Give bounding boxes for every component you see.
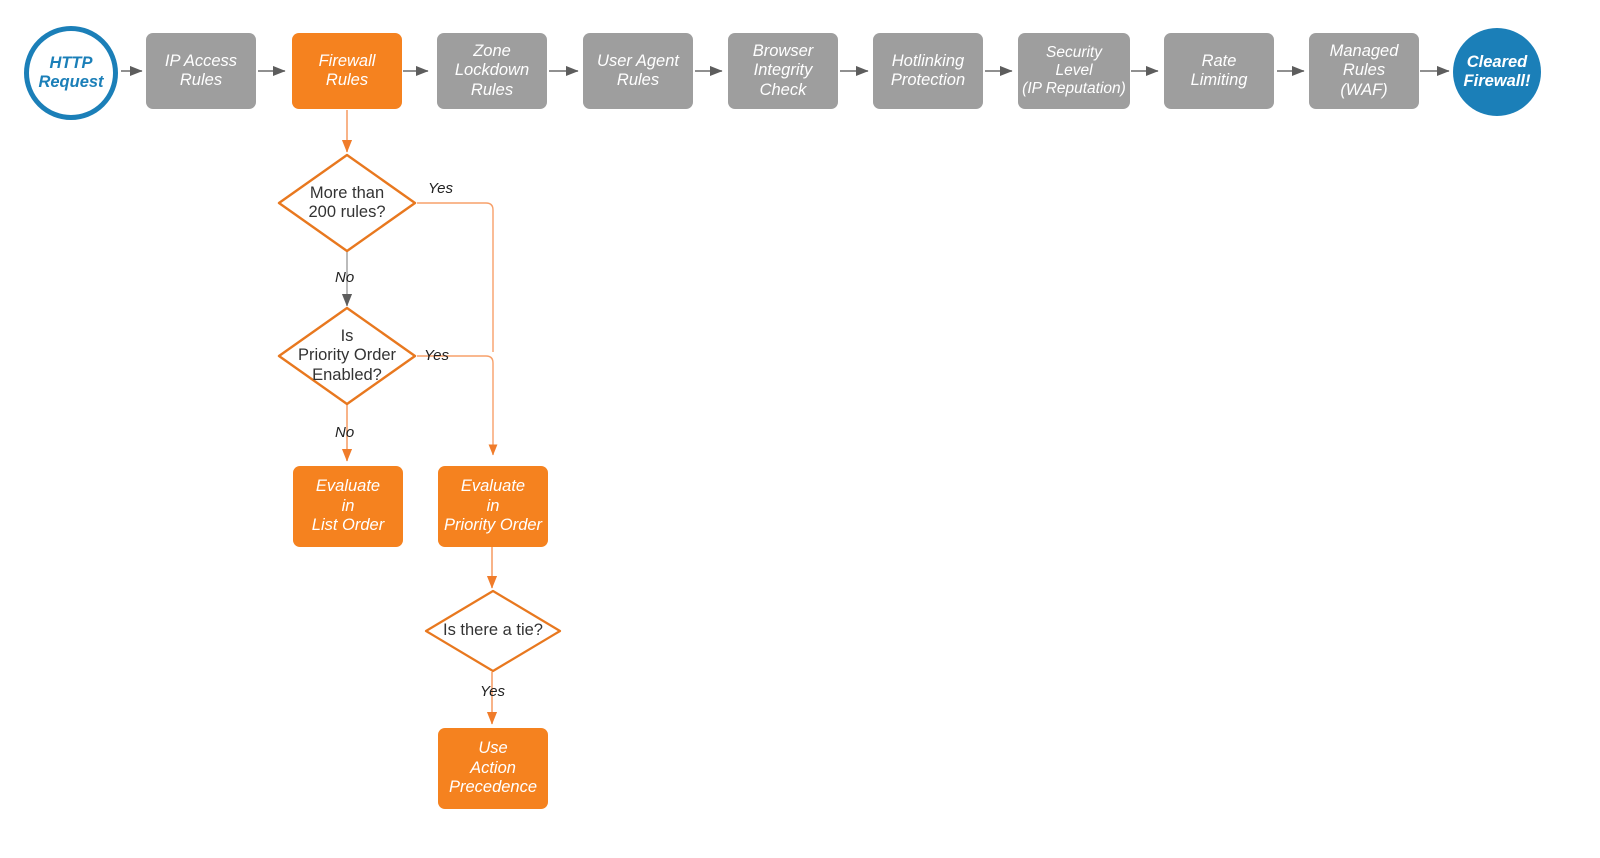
node-cleared-firewall[interactable]: Cleared Firewall! <box>1453 28 1541 116</box>
node-evaluate-in-list-order[interactable]: Evaluate in List Order <box>293 466 403 547</box>
edge-label-yes-priority: Yes <box>424 347 450 364</box>
node-managed-rules-waf[interactable]: Managed Rules (WAF) <box>1309 33 1419 109</box>
decision-more-than-200-rules[interactable]: More than 200 rules? <box>277 153 417 253</box>
node-hotlinking-protection[interactable]: Hotlinking Protection <box>873 33 983 109</box>
diamond-shape-icon <box>277 153 417 253</box>
node-browser-integrity-check[interactable]: Browser Integrity Check <box>728 33 838 109</box>
edge-label-yes-tie: Yes <box>480 683 506 700</box>
node-http-request[interactable]: HTTP Request <box>24 26 118 120</box>
diamond-shape-icon <box>424 589 562 673</box>
edge-label-no-200: No <box>335 269 355 286</box>
node-user-agent-rules[interactable]: User Agent Rules <box>583 33 693 109</box>
edge-decisionpriority-yes <box>417 355 498 456</box>
edge-label-no-priority: No <box>335 424 355 441</box>
node-rate-limiting[interactable]: Rate Limiting <box>1164 33 1274 109</box>
node-security-level[interactable]: Security Level (IP Reputation) <box>1018 33 1130 109</box>
decision-more-than-200-rules-label: More than 200 rules? <box>308 183 386 221</box>
decision-is-there-a-tie-label: Is there a tie? <box>443 621 543 640</box>
node-firewall-rules[interactable]: Firewall Rules <box>292 33 402 109</box>
decision-is-there-a-tie[interactable]: Is there a tie? <box>424 589 562 673</box>
node-evaluate-in-priority-order[interactable]: Evaluate in Priority Order <box>438 466 548 547</box>
edge-decision200-yes <box>417 202 494 352</box>
node-ip-access-rules[interactable]: IP Access Rules <box>146 33 256 109</box>
decision-priority-order-enabled[interactable]: Is Priority Order Enabled? <box>277 306 417 406</box>
decision-priority-order-enabled-label: Is Priority Order Enabled? <box>297 326 397 384</box>
node-zone-lockdown-rules[interactable]: Zone Lockdown Rules <box>437 33 547 109</box>
diamond-shape-icon <box>277 306 417 406</box>
edge-label-yes-200: Yes <box>428 180 454 197</box>
node-use-action-precedence[interactable]: Use Action Precedence <box>438 728 548 809</box>
